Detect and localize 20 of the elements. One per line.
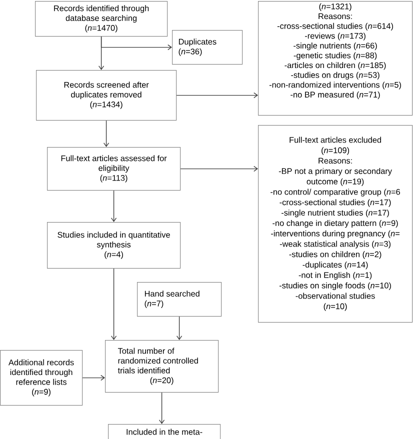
arrow (180, 166, 258, 172)
arrow (82, 374, 105, 381)
process-box: Records screened after duplicates removed (n=1434) (36, 70, 177, 121)
process-box: Studies included in quantitative synthesis (n=4) (47, 222, 181, 269)
process-box: Hand searched (n=7) (137, 282, 222, 317)
arrow (100, 36, 172, 50)
arrow (176, 316, 182, 340)
arrow (110, 190, 117, 222)
arrow (110, 268, 117, 340)
process-box: Included in the meta- (108, 424, 221, 439)
arrow (158, 392, 165, 424)
arrow (176, 92, 258, 98)
note-box: Full-text articles excluded (n=109) Reasons: -BP not a primary or secondary outcome (n=19) -no control/ comparative group (n=6 -cross-sectional studies (n=17) -single nutrient studies (n=17) -no change in dietary pattern (n=9) -interventions during pregnancy (n= -weak statistical analysis (n=3) -studies on children (n=2) -duplicates (n=14) -not in English (n=1) -studies on single foods (n=10) -observational studies (n=10) (258, 125, 413, 323)
process-box: Duplicates (n=36) (172, 30, 243, 65)
process-box: Total number of randomized controlled trials identified (n=20) (105, 340, 219, 393)
arrow (103, 120, 110, 147)
process-box: Additional records identified through reference lists (n=9) (0, 350, 83, 406)
process-box: Records identified through database searching (n=1470) (35, 1, 168, 37)
process-box: Full-text articles assessed for eligibility (n=113) (47, 147, 181, 191)
note-box: (n=1321) Reasons: -cross-sectional studies (n=614) -reviews (n=173) -single nutrients (n=66) -genetic studies (n=88) -articles on children (n=185) -studies on drugs (n=53) -non-randomized interventions (n=5) -no BP measured (n=71) (258, 1, 413, 116)
